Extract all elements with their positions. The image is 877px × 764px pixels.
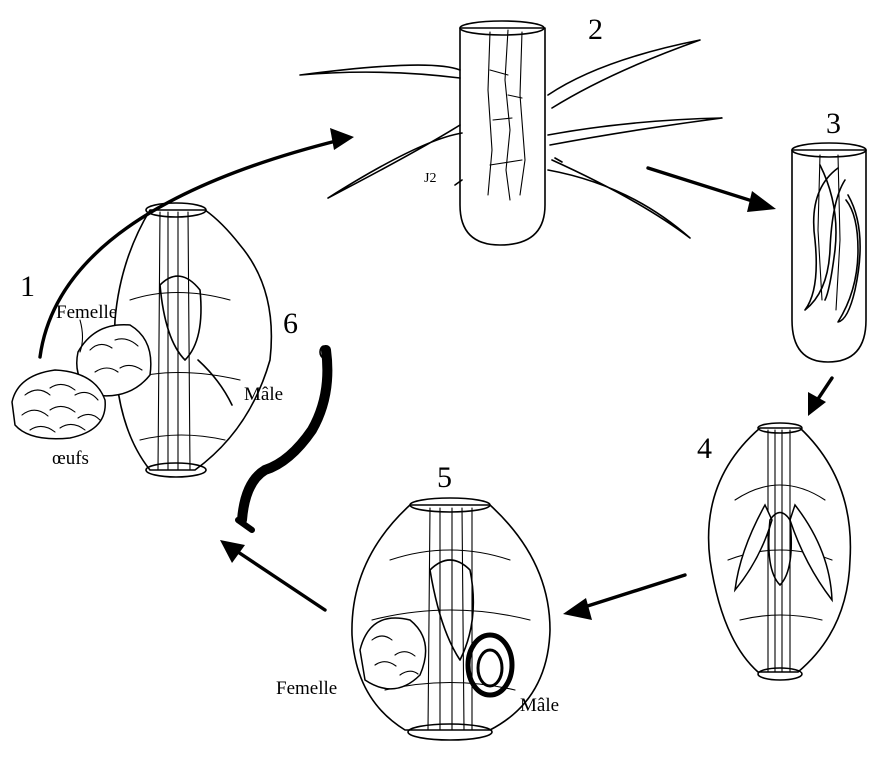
stage-4-early-gall [709,423,851,680]
stage-1-gall-with-egg-mass [12,203,271,477]
femelle-label-top: Femelle [56,302,117,323]
stage-number-6: 6 [283,307,298,340]
stage-6-free-male [238,346,328,530]
oeufs-label: œufs [52,448,89,469]
stage-number-3: 3 [826,107,841,140]
stage-number-2: 2 [588,13,603,46]
stage-number-5: 5 [437,461,452,494]
femelle-label-bottom: Femelle [276,678,337,699]
stage-number-1: 1 [20,270,35,303]
stage-number-4: 4 [697,432,712,465]
j2-label: J2 [424,171,436,186]
male-label-bottom: Mâle [520,695,559,716]
stage-3-juveniles-in-root [792,143,866,362]
male-label-top: Mâle [244,384,283,405]
stage-2-root-tip-with-juveniles [300,21,722,245]
